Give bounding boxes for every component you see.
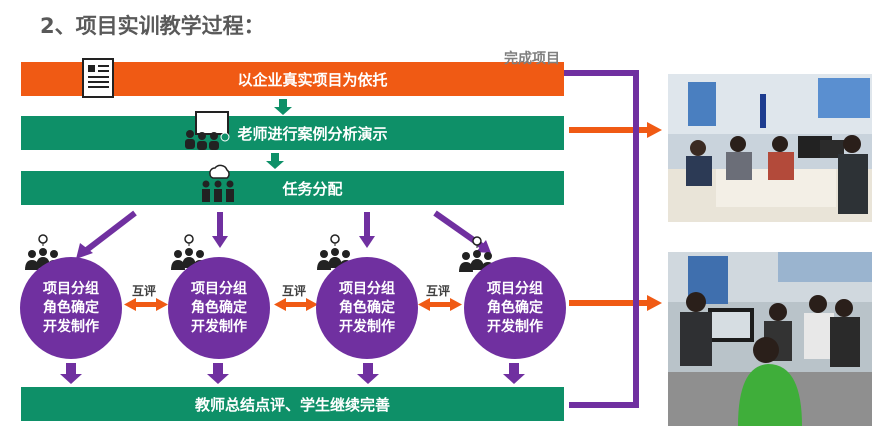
group-circle-1: 项目分组 角色确定 开发制作 (20, 257, 122, 359)
circle-line-2: 角色确定 (191, 299, 247, 316)
circle-line-1: 项目分组 (339, 280, 395, 297)
circle-line-2: 角色确定 (43, 299, 99, 316)
bar-case-analysis: 老师进行案例分析演示 (21, 116, 564, 150)
circle-line-1: 项目分组 (191, 280, 247, 297)
green-down-arrows (266, 99, 292, 169)
feedback-label: 完成项目 (504, 51, 560, 67)
circle-line-1: 项目分组 (487, 280, 543, 297)
circle-line-2: 角色确定 (339, 299, 395, 316)
bar-case-analysis-label: 老师进行案例分析演示 (237, 124, 388, 143)
arrows-to-summary (60, 363, 525, 384)
classroom-photo-1 (668, 74, 872, 222)
group-circle-3: 项目分组 角色确定 开发制作 (316, 257, 418, 359)
bar-task-assignment-label: 任务分配 (282, 179, 343, 198)
classroom-photo-2 (668, 252, 872, 426)
circle-line-3: 开发制作 (191, 318, 247, 335)
document-icon (82, 58, 114, 98)
team-cloud-icon (202, 164, 234, 202)
circle-line-1: 项目分组 (43, 280, 99, 297)
bar-summary-label: 教师总结点评、学生继续完善 (194, 395, 390, 414)
peer-review-label: 互评 (426, 284, 451, 298)
bar-summary: 教师总结点评、学生继续完善 (21, 387, 564, 421)
peer-review-label: 互评 (282, 284, 307, 298)
bar-task-assignment: 任务分配 (21, 171, 564, 205)
peer-review-arrows (124, 298, 462, 311)
group-circle-4: 项目分组 角色确定 开发制作 (464, 257, 566, 359)
group-circle-2: 项目分组 角色确定 开发制作 (168, 257, 270, 359)
page-title: 2、项目实训教学过程： (40, 14, 265, 38)
circle-line-3: 开发制作 (43, 318, 99, 335)
circle-line-3: 开发制作 (487, 318, 543, 335)
circle-line-3: 开发制作 (339, 318, 395, 335)
peer-review-label: 互评 (132, 284, 157, 298)
arrows-to-photos (569, 122, 662, 311)
arrow-to-circle-1 (82, 210, 137, 255)
bar-enterprise-project-label: 以企业真实项目为依托 (237, 70, 388, 89)
circle-line-2: 角色确定 (487, 299, 543, 316)
teacher-presentation-icon (185, 111, 230, 150)
